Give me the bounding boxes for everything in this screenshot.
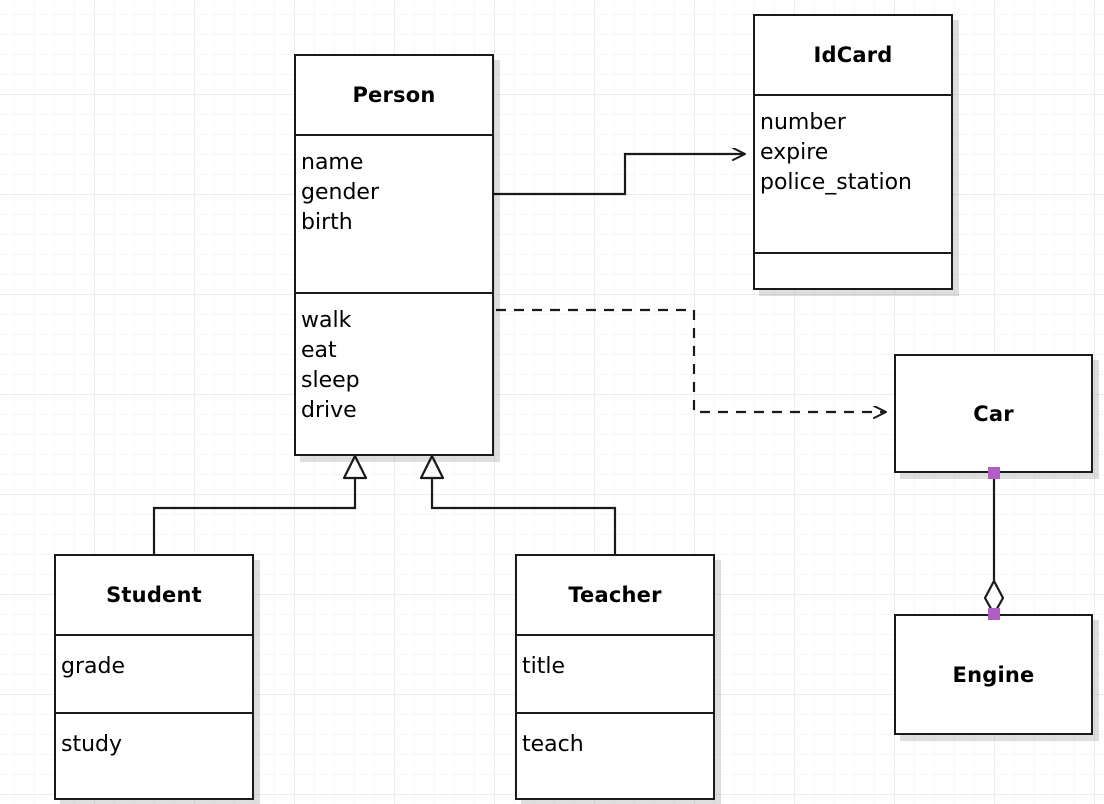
method-item: eat bbox=[301, 338, 337, 363]
class-title-engine: Engine bbox=[896, 616, 1091, 733]
class-title-student: Student bbox=[56, 556, 252, 634]
method-item: walk bbox=[301, 308, 352, 333]
class-title-teacher: Teacher bbox=[517, 556, 713, 634]
class-methods-student: study bbox=[56, 712, 252, 798]
class-name-person: Person bbox=[352, 83, 436, 107]
method-item: sleep bbox=[301, 368, 360, 393]
class-box-engine[interactable]: Engine bbox=[894, 614, 1093, 735]
class-box-car[interactable]: Car bbox=[894, 354, 1093, 473]
class-title-person: Person bbox=[296, 56, 492, 134]
attribute-item: grade bbox=[61, 654, 125, 679]
class-name-student: Student bbox=[106, 583, 202, 607]
class-name-car: Car bbox=[973, 401, 1014, 426]
attribute-item: title bbox=[522, 654, 566, 679]
class-methods-teacher: teach bbox=[517, 712, 713, 798]
method-item: study bbox=[61, 732, 123, 757]
class-name-teacher: Teacher bbox=[568, 583, 662, 607]
edge-person-idcard[interactable] bbox=[494, 154, 745, 196]
attribute-item: gender bbox=[301, 180, 379, 205]
class-attributes-person: name gender birth bbox=[296, 134, 492, 292]
method-item: teach bbox=[522, 732, 584, 757]
attribute-item: birth bbox=[301, 210, 353, 235]
edge-person-car[interactable] bbox=[496, 308, 886, 412]
class-title-car: Car bbox=[896, 356, 1091, 471]
class-name-idcard: IdCard bbox=[813, 43, 893, 67]
attribute-item: expire bbox=[760, 140, 829, 165]
edge-car-engine[interactable] bbox=[983, 473, 1005, 616]
edge-handle-car-bottom[interactable] bbox=[988, 467, 1000, 479]
class-box-person[interactable]: Person name gender birth walk eat sleep … bbox=[294, 54, 494, 456]
edge-teacher-person[interactable] bbox=[419, 454, 617, 554]
edge-handle-engine-top[interactable] bbox=[988, 608, 1000, 620]
class-attributes-student: grade bbox=[56, 634, 252, 712]
class-box-idcard[interactable]: IdCard number expire police_station bbox=[753, 14, 953, 290]
class-name-engine: Engine bbox=[952, 662, 1035, 687]
attribute-item: name bbox=[301, 150, 364, 175]
class-title-idcard: IdCard bbox=[755, 16, 951, 94]
class-attributes-teacher: title bbox=[517, 634, 713, 712]
class-methods-person: walk eat sleep drive bbox=[296, 292, 492, 454]
attribute-item: number bbox=[760, 110, 846, 135]
class-attributes-idcard: number expire police_station bbox=[755, 94, 951, 252]
edge-student-person[interactable] bbox=[152, 454, 368, 554]
class-box-teacher[interactable]: Teacher title teach bbox=[515, 554, 715, 800]
attribute-item: police_station bbox=[760, 170, 912, 195]
class-box-student[interactable]: Student grade study bbox=[54, 554, 254, 800]
method-item: drive bbox=[301, 398, 357, 423]
class-methods-idcard bbox=[755, 252, 951, 288]
